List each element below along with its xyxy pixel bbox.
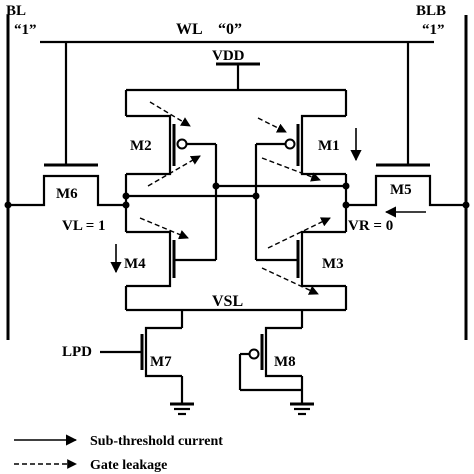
legend-gate-leakage-label: Gate leakage — [90, 458, 167, 473]
gate-leakage-arrow — [139, 217, 189, 240]
lpd-label: LPD — [62, 344, 92, 360]
m1-label: M1 — [318, 138, 340, 154]
vl-label: VL = 1 — [62, 218, 106, 234]
gate-leakage-arrow — [147, 155, 201, 187]
blb-value-label: “1” — [422, 22, 445, 38]
bl-value-label: “1” — [14, 22, 37, 38]
legend-subthreshold-label: Sub-threshold current — [90, 434, 223, 449]
gate-leakage-arrow — [261, 267, 319, 295]
gate-leakage-arrow — [261, 157, 321, 182]
wl-label: WL — [176, 21, 203, 38]
vr-label: VR = 0 — [348, 218, 393, 234]
blb-label: BLB — [416, 3, 446, 19]
gate-leakage-arrow — [267, 217, 331, 249]
m8-label: M8 — [274, 354, 296, 370]
m4-label: M4 — [124, 256, 146, 272]
wl-value-label: “0” — [218, 21, 242, 38]
vdd-label: VDD — [212, 48, 245, 64]
m6-label: M6 — [56, 186, 78, 202]
gate-leakage-arrow — [257, 117, 287, 133]
m2-label: M2 — [130, 138, 152, 154]
m7-label: M7 — [150, 354, 172, 370]
m3-label: M3 — [322, 256, 344, 272]
bl-label: BL — [6, 3, 26, 19]
vsl-label: VSL — [212, 293, 243, 310]
m5-label: M5 — [390, 182, 412, 198]
